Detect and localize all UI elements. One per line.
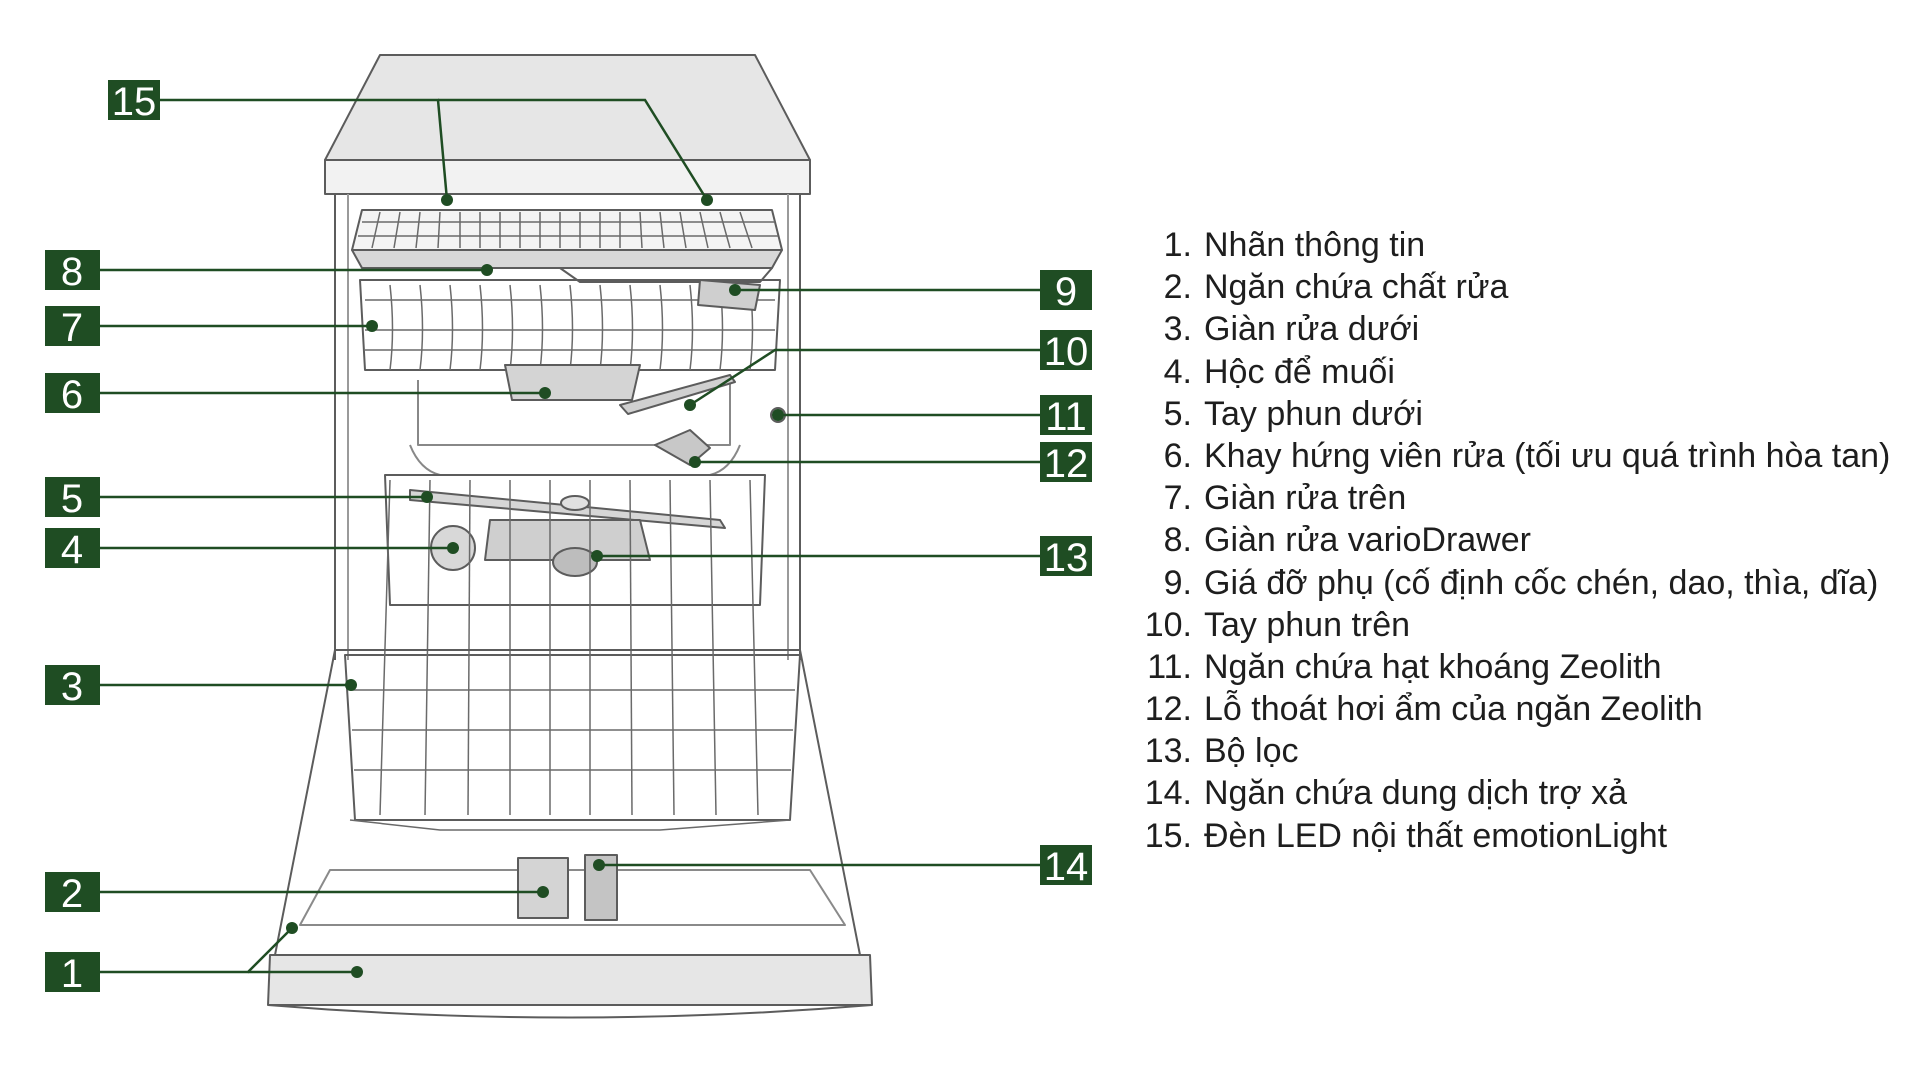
callout-label-5: 5: [45, 477, 100, 521]
svg-text:8: 8: [61, 250, 83, 294]
legend-item-11: 11. Ngăn chứa hạt khoáng Zeolith: [1130, 648, 1910, 690]
legend-number: 15.: [1144, 816, 1192, 855]
legend-number: 7.: [1163, 479, 1192, 518]
legend-label: Ngăn chứa hạt khoáng Zeolith: [1204, 647, 1662, 686]
callout-label-4: 4: [45, 528, 100, 572]
leader-dots: [286, 194, 784, 978]
svg-text:4: 4: [61, 528, 83, 572]
callout-label-13: 13: [1040, 536, 1092, 580]
legend-label: Giàn rửa dưới: [1204, 310, 1420, 349]
legend-number: 13.: [1144, 732, 1192, 771]
legend-item-7: 7. Giàn rửa trên: [1130, 479, 1910, 521]
legend-item-9: 9. Giá đỡ phụ (cố định cốc chén, dao, th…: [1130, 564, 1910, 606]
legend-number: 2.: [1163, 268, 1192, 307]
legend-label: Đèn LED nội thất emotionLight: [1204, 816, 1668, 855]
svg-text:5: 5: [61, 477, 83, 521]
legend-number: 3.: [1163, 310, 1192, 349]
legend-label: Bộ lọc: [1204, 732, 1299, 771]
legend-number: 9.: [1163, 563, 1192, 602]
lower-basket: [384, 474, 766, 606]
legend-label: Lỗ thoát hơi ẩm của ngăn Zeolith: [1204, 690, 1703, 729]
legend-item-1: 1. Nhãn thông tin: [1130, 226, 1910, 268]
legend-label: Giá đỡ phụ (cố định cốc chén, dao, thìa,…: [1204, 563, 1879, 602]
svg-text:12: 12: [1044, 442, 1089, 486]
legend-label: Giàn rửa varioDrawer: [1204, 521, 1531, 560]
leader-lines: [100, 98, 1040, 974]
callout-label-12: 12: [1040, 442, 1092, 486]
legend-item-4: 4. Hộc để muối: [1130, 353, 1910, 395]
callout-label-11: 11: [1040, 395, 1092, 439]
legend-number: 14.: [1144, 774, 1192, 813]
legend-number: 10.: [1144, 605, 1192, 644]
svg-text:6: 6: [61, 373, 83, 417]
svg-text:7: 7: [61, 306, 83, 350]
callout-label-15: 15: [108, 80, 160, 124]
svg-text:2: 2: [61, 872, 83, 916]
svg-text:13: 13: [1044, 536, 1089, 580]
legend-item-14: 14. Ngăn chứa dung dịch trợ xả: [1130, 774, 1910, 816]
tablet-tray: [504, 364, 641, 401]
legend-item-6: 6. Khay hứng viên rửa (tối ưu quá trình …: [1130, 437, 1910, 479]
legend-item-12: 12. Lỗ thoát hơi ẩm của ngăn Zeolith: [1130, 690, 1910, 732]
callout-label-8: 8: [45, 250, 100, 294]
upper-basket: [359, 279, 781, 371]
legend-label: Tay phun trên: [1204, 605, 1411, 644]
legend-label: Hộc để muối: [1204, 352, 1395, 391]
svg-text:15: 15: [112, 80, 157, 124]
legend-item-10: 10. Tay phun trên: [1130, 606, 1910, 648]
parts-legend: 1. Nhãn thông tin 2. Ngăn chứa chất rửa …: [1130, 226, 1910, 859]
callout-label-6: 6: [45, 373, 100, 417]
legend-number: 4.: [1163, 352, 1192, 391]
svg-text:14: 14: [1044, 845, 1089, 889]
dishwasher-top-cover: [324, 54, 811, 161]
legend-label: Khay hứng viên rửa (tối ưu quá trình hòa…: [1204, 436, 1891, 475]
legend-item-8: 8. Giàn rửa varioDrawer: [1130, 521, 1910, 563]
legend-number: 8.: [1163, 521, 1192, 560]
legend-label: Giàn rửa trên: [1204, 479, 1407, 518]
svg-text:3: 3: [61, 665, 83, 709]
callout-label-14: 14: [1040, 845, 1092, 889]
legend-number: 12.: [1144, 690, 1192, 729]
legend-label: Ngăn chứa dung dịch trợ xả: [1204, 774, 1628, 813]
callout-label-10: 10: [1040, 330, 1092, 374]
svg-text:10: 10: [1044, 330, 1089, 374]
legend-item-2: 2. Ngăn chứa chất rửa: [1130, 268, 1910, 310]
legend-number: 11.: [1147, 647, 1192, 686]
legend-label: Ngăn chứa chất rửa: [1204, 268, 1509, 307]
legend-item-5: 5. Tay phun dưới: [1130, 395, 1910, 437]
legend-number: 5.: [1163, 394, 1192, 433]
callout-label-9: 9: [1040, 270, 1092, 314]
svg-text:1: 1: [61, 952, 83, 996]
svg-text:9: 9: [1055, 270, 1077, 314]
legend-item-13: 13. Bộ lọc: [1130, 732, 1910, 774]
callout-label-1: 1: [45, 952, 100, 996]
legend-number: 1.: [1163, 226, 1192, 264]
legend-item-15: 15. Đèn LED nội thất emotionLight: [1130, 817, 1910, 859]
legend-item-3: 3. Giàn rửa dưới: [1130, 310, 1910, 352]
dishwasher-illustration: [267, 54, 873, 1019]
svg-text:11: 11: [1045, 395, 1087, 439]
callout-label-7: 7: [45, 306, 100, 350]
legend-label: Tay phun dưới: [1204, 394, 1423, 433]
callout-label-3: 3: [45, 665, 100, 709]
legend-label: Nhãn thông tin: [1204, 226, 1426, 264]
callout-label-2: 2: [45, 872, 100, 916]
legend-number: 6.: [1163, 436, 1192, 475]
